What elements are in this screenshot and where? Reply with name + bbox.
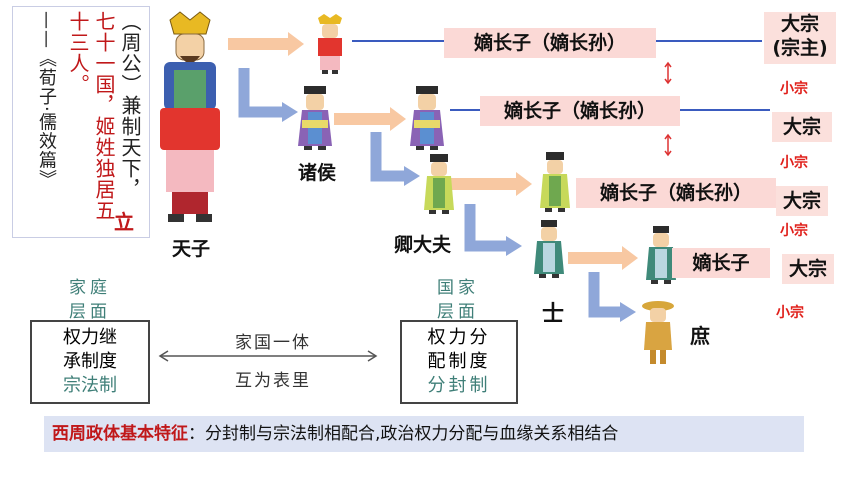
label-qingdafu: 卿大夫 [394,234,452,256]
xiaozong-label-4: 小宗 [776,305,804,321]
dazong-box-3: 大宗 [776,186,828,216]
orange-arrow-2 [334,107,406,131]
family-box-line3: 宗法制 [63,375,117,396]
zhuhou-figure [298,86,332,150]
heir-box-2: 嫡长子（嫡长孙） [480,96,680,126]
state-title-line2: 层面 [437,302,479,322]
zhuhou-heir-figure [410,86,444,150]
quote-box: （周公）兼制天下， 七十一国，姬姓独居五 十三人。 ——《荀子·儒效篇》 [12,6,150,238]
xiaozong-label-3: 小宗 [780,223,808,239]
family-title-line1: 家庭 [69,278,111,298]
heir-box-4: 嫡长子 [672,248,770,278]
state-box-line1: 权力分 [427,327,491,348]
quote-red-text: 七十一国，姬姓独居五 [92,11,116,221]
family-level-title: 家庭 层面 [40,276,140,324]
shi-heir-figure [646,226,676,284]
xiaozong-label-2: 小宗 [780,155,808,171]
shi-figure [534,220,564,278]
quote-red-li: 立 [114,210,134,234]
dazong-label-1: 大宗 [780,13,819,35]
quote-source: ——《荀子·儒效篇》 [36,11,57,189]
family-box-line1: 权力继 [63,327,117,348]
zongzhu-label: (宗主) [772,37,828,59]
red-double-arrow-2 [664,133,672,157]
family-title-line2: 层面 [69,302,111,322]
tianzi-figure [160,11,220,222]
dazong-box-2: 大宗 [772,112,832,142]
jiaguo-line2: 互为表里 [235,371,311,391]
tianzi-small-figure [318,14,342,74]
blue-arrow-1 [238,68,284,118]
quote-column-1: （周公）兼制天下， [118,11,142,200]
blue-arrow-3 [464,204,508,252]
label-shu: 庶 [690,324,710,348]
state-box-line3: 分封制 [427,375,491,396]
jiaguo-line1: 家国一体 [235,333,311,353]
orange-arrow-3 [448,172,532,196]
family-box-line2: 承制度 [63,351,117,372]
blue-arrow-4 [588,272,622,318]
label-shi: 士 [542,302,565,327]
label-tianzi: 天子 [172,238,211,260]
orange-arrow-1 [228,32,304,56]
shu-figure [642,301,674,364]
label-zhuhou: 诸侯 [298,162,337,184]
qingdafu-heir-figure [540,152,570,212]
heir-box-1: 嫡长子（嫡长孙） [444,28,656,58]
red-double-arrow-1 [664,61,672,85]
summary-text: ：分封制与宗法制相配合,政治权力分配与血缘关系相结合 [188,424,619,444]
two-way-arrow [158,350,378,362]
state-seal-box: 权力分 配制度 分封制 [400,320,518,404]
heir-box-3: 嫡长子（嫡长孙） [576,178,776,208]
blue-arrow-2 [370,132,406,182]
state-level-title: 国家 层面 [408,276,508,324]
dazong-box-4: 大宗 [782,254,834,284]
qingdafu-figure [424,154,454,214]
summary-label: 西周政体基本特征 [52,424,188,444]
orange-arrow-4 [568,246,638,270]
dazong-box-1: 大宗 (宗主) [764,12,836,64]
quote-column-2: 七十一国，姬姓独居五 [91,11,116,221]
xiaozong-label-1: 小宗 [780,81,808,97]
quote-column-2b: 十三人。 [66,11,90,95]
summary-bar: 西周政体基本特征：分封制与宗法制相配合,政治权力分配与血缘关系相结合 [44,416,804,452]
family-seal-box: 权力继 承制度 宗法制 [30,320,150,404]
state-box-line2: 配制度 [427,351,491,372]
state-title-line1: 国家 [437,278,479,298]
